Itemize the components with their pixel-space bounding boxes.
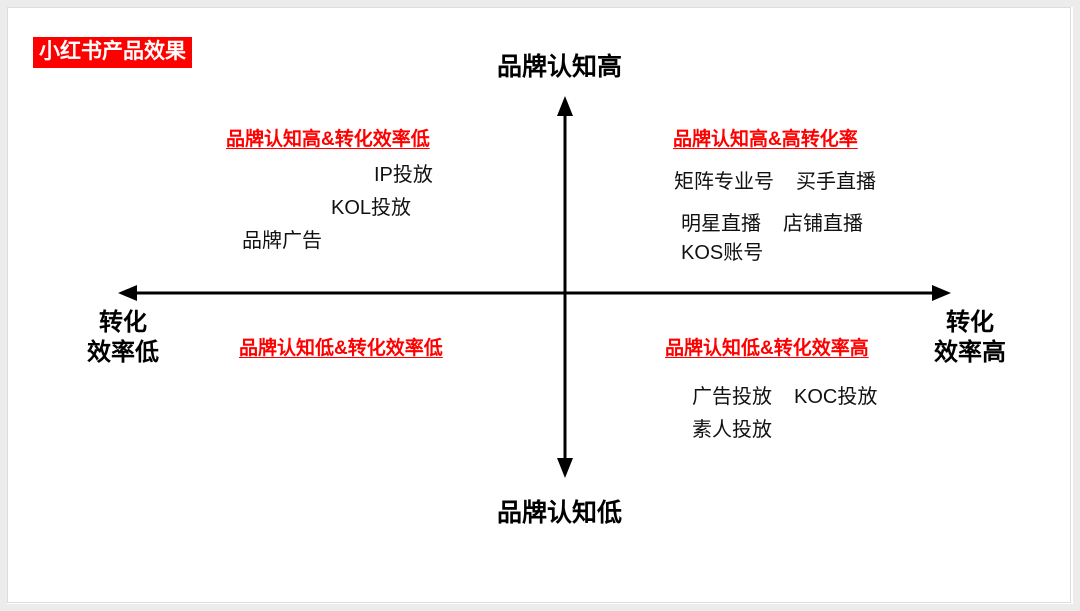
quadrant-item-top-right-3a: KOS账号 — [681, 242, 764, 264]
quadrant-row-top-right-3: KOS账号 — [681, 241, 763, 266]
page-frame — [7, 7, 1071, 603]
quadrant-heading-top-left: 品牌认知高&转化效率低 — [226, 129, 430, 150]
quadrant-heading-bottom-right: 品牌认知低&转化效率高 — [665, 338, 869, 359]
quadrant-row-bottom-right-1: 广告投放 KOC投放 — [692, 385, 877, 410]
quadrant-item-top-right-1b: 买手直播 — [796, 171, 876, 193]
quadrant-row-top-right-2: 明星直播店铺直播 — [681, 212, 863, 237]
axis-label-brand-awareness-high: 品牌认知高 — [497, 53, 623, 81]
quadrant-item-top-right-2b: 店铺直播 — [783, 213, 863, 235]
axis-label-conversion-low: 转化 效率低 — [68, 308, 178, 368]
title-badge: 小红书产品效果 — [33, 37, 192, 68]
axis-label-conversion-high-line2: 效率高 — [934, 339, 1006, 366]
axis-label-brand-awareness-low: 品牌认知低 — [497, 499, 623, 527]
quadrant-item-top-left-1: IP投放 — [374, 164, 433, 186]
quadrant-row-top-right-1: 矩阵专业号买手直播 — [674, 170, 876, 195]
quadrant-item-bottom-right-1b: KOC投放 — [794, 386, 878, 408]
quadrant-item-top-left-3: 品牌广告 — [242, 230, 322, 252]
axis-label-conversion-low-line2: 效率低 — [87, 339, 159, 366]
axis-label-conversion-high: 转化 效率高 — [915, 308, 1025, 368]
axis-label-conversion-high-line1: 转化 — [946, 309, 994, 336]
quadrant-item-bottom-right-2a: 素人投放 — [692, 419, 772, 441]
quadrant-item-top-right-2a: 明星直播 — [681, 213, 761, 235]
quadrant-item-top-left-2: KOL投放 — [331, 197, 412, 219]
quadrant-heading-top-right: 品牌认知高&高转化率 — [673, 129, 858, 150]
axis-label-conversion-low-line1: 转化 — [99, 309, 147, 336]
quadrant-item-bottom-right-1a: 广告投放 — [692, 386, 772, 408]
quadrant-item-top-right-1a: 矩阵专业号 — [674, 171, 774, 193]
quadrant-heading-bottom-left: 品牌认知低&转化效率低 — [239, 338, 443, 359]
quadrant-row-bottom-right-2: 素人投放 — [692, 418, 772, 443]
